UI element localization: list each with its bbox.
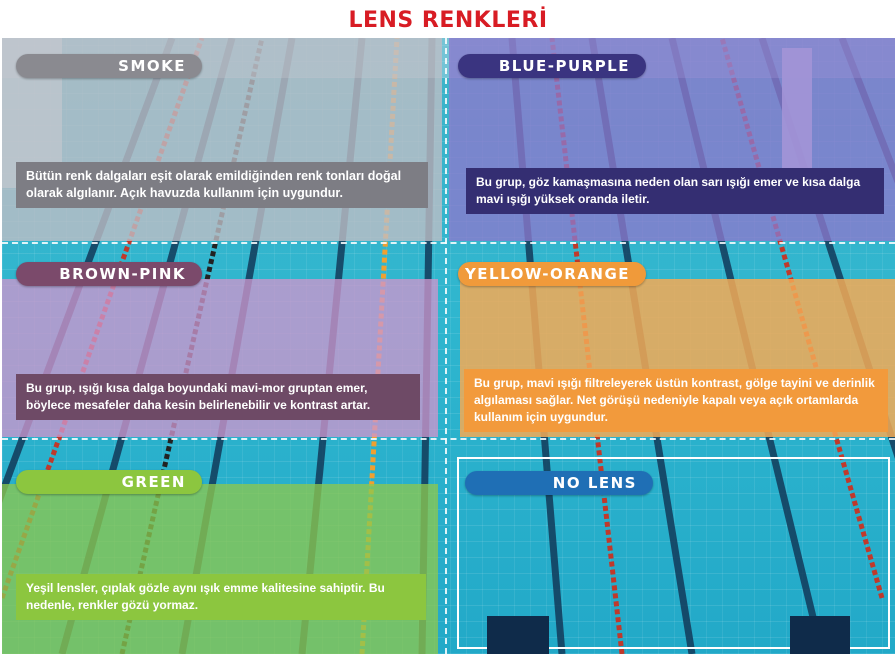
divider-center: [445, 38, 447, 654]
starting-block: [790, 616, 850, 654]
brown-pink-description: Bu grup, ışığı kısa dalga boyundaki mavi…: [16, 374, 420, 420]
label-blue-purple: BLUE-PURPLE: [458, 54, 646, 78]
yellow-orange-description: Bu grup, mavi ışığı filtreleyerek üstün …: [464, 369, 888, 432]
divider-top: [2, 242, 895, 244]
divider-bottom: [2, 438, 895, 440]
blue-purple-description: Bu grup, göz kamaşmasına neden olan sarı…: [466, 168, 884, 214]
smoke-description: Bütün renk dalgaları eşit olarak emildiğ…: [16, 162, 428, 208]
green-description: Yeşil lensler, çıplak gözle aynı ışık em…: [16, 574, 426, 620]
starting-block: [487, 616, 549, 654]
label-brown-pink: BROWN-PINK: [16, 262, 202, 286]
green-tint: [2, 484, 438, 654]
label-green: GREEN: [16, 470, 202, 494]
page-title: LENS RENKLERİ: [348, 8, 548, 33]
label-smoke: SMOKE: [16, 54, 202, 78]
label-no-lens: NO LENS: [465, 471, 653, 495]
no-lens-frame: [457, 457, 890, 649]
pool-background: [2, 38, 895, 654]
label-yellow-orange: YELLOW-ORANGE: [458, 262, 646, 286]
